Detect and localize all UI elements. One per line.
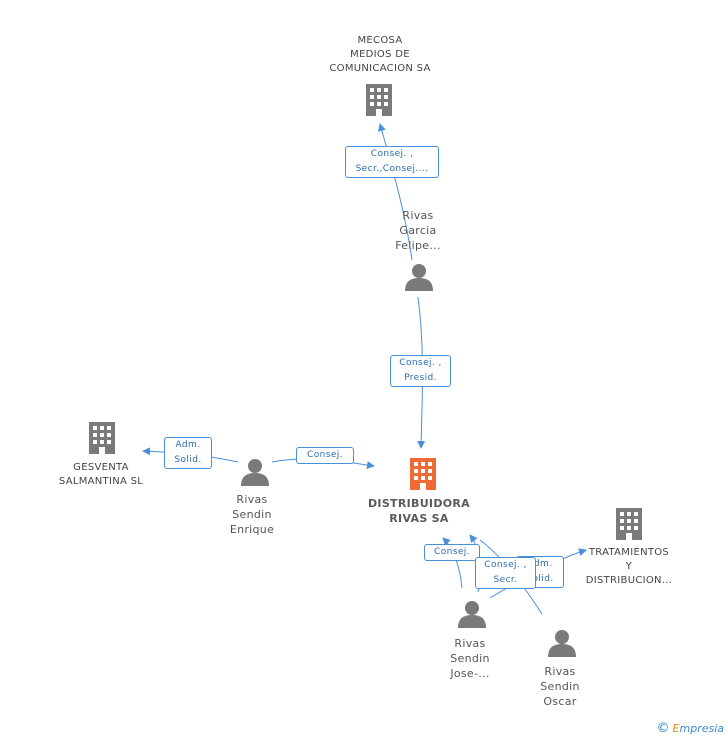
- empresia-watermark: ©Empresia: [657, 721, 724, 736]
- node-gesventa-label[interactable]: GESVENTA SALMANTINA SL: [58, 462, 144, 487]
- node-rivas-garcia-label[interactable]: Rivas Garcia Felipe...: [395, 209, 441, 252]
- person-icon: [548, 630, 576, 657]
- building-icon: [89, 422, 115, 454]
- brand-name: Empresia: [672, 722, 724, 735]
- person-icon: [458, 601, 486, 628]
- edge-label-jose-distribuidora-secr[interactable]: Consej. , Secr.: [475, 557, 536, 589]
- person-icon: [405, 264, 433, 291]
- edge-label-felipe-distribuidora[interactable]: Consej. , Presid.: [390, 355, 451, 387]
- node-mecosa-label[interactable]: MECOSA MEDIOS DE COMUNICACION SA: [329, 35, 431, 74]
- edge-label-jose-distribuidora[interactable]: Consej.: [424, 544, 480, 561]
- node-tratamientos-label[interactable]: TRATAMIENTOS Y DISTRIBUCION...: [585, 547, 673, 586]
- building-icon: [616, 508, 642, 540]
- node-rivas-jose-label[interactable]: Rivas Sendin Jose-...: [450, 637, 490, 680]
- main-building-icon: [410, 458, 436, 490]
- node-rivas-enrique-label[interactable]: Rivas Sendin Enrique: [229, 493, 275, 536]
- building-icon: [366, 84, 392, 116]
- copyright-symbol: ©: [656, 721, 670, 736]
- edge-label-enrique-gesventa[interactable]: Adm. Solid.: [164, 437, 212, 469]
- node-rivas-oscar-label[interactable]: Rivas Sendin Oscar: [540, 665, 580, 708]
- edge-felipe-mecosa: [378, 123, 413, 261]
- edge-label-enrique-distribuidora[interactable]: Consej.: [296, 447, 354, 464]
- edge-label-felipe-mecosa[interactable]: Consej. , Secr.,Consej....: [345, 146, 439, 178]
- node-distribuidora-label[interactable]: DISTRIBUIDORA RIVAS SA: [368, 497, 470, 525]
- person-icon: [241, 459, 269, 486]
